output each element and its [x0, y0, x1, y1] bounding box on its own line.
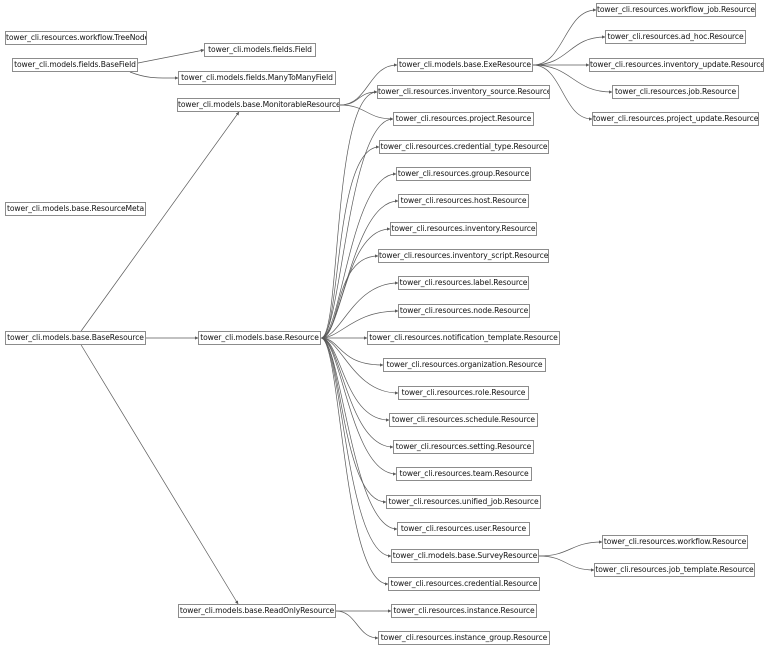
- class-node-group[interactable]: tower_cli.resources.group.Resource: [396, 167, 531, 181]
- edge-resource-to-user: [320, 337, 398, 531]
- class-node-projupdate[interactable]: tower_cli.resources.project_update.Resou…: [592, 112, 759, 126]
- class-node-unifiedjob[interactable]: tower_cli.resources.unified_job.Resource: [386, 495, 541, 509]
- edge-resource-to-org: [320, 337, 384, 367]
- class-node-resource[interactable]: tower_cli.models.base.Resource: [198, 331, 321, 345]
- edge-exe-to-job: [532, 64, 613, 94]
- edge-basefield-to-m2mfield: [129, 71, 179, 80]
- class-node-basefield[interactable]: tower_cli.models.fields.BaseField: [12, 58, 138, 72]
- class-node-role[interactable]: tower_cli.resources.role.Resource: [398, 386, 529, 400]
- class-node-resourcemeta[interactable]: tower_cli.models.base.ResourceMeta: [5, 202, 146, 216]
- edge-baseresource-to-readonly: [80, 344, 239, 605]
- class-node-treenode[interactable]: tower_cli.resources.workflow.TreeNode: [5, 31, 147, 45]
- class-node-node[interactable]: tower_cli.resources.node.Resource: [398, 304, 530, 318]
- class-node-label[interactable]: tower_cli.resources.label.Resource: [398, 276, 529, 290]
- edge-resource-to-host: [320, 199, 399, 339]
- class-node-adhoc[interactable]: tower_cli.resources.ad_hoc.Resource: [605, 30, 746, 44]
- edge-resource-to-survey: [320, 337, 392, 558]
- class-node-jobtemplate[interactable]: tower_cli.resources.job_template.Resourc…: [594, 563, 755, 577]
- class-node-instgroup[interactable]: tower_cli.resources.instance_group.Resou…: [378, 631, 550, 645]
- class-node-m2mfield[interactable]: tower_cli.models.fields.ManyToManyField: [178, 71, 336, 85]
- edge-resource-to-team: [320, 337, 397, 476]
- edge-exe-to-wfjob: [532, 8, 597, 66]
- class-node-invsource[interactable]: tower_cli.resources.inventory_source.Res…: [377, 85, 550, 99]
- edge-exe-to-projupdate: [532, 64, 593, 121]
- class-node-user[interactable]: tower_cli.resources.user.Resource: [397, 522, 530, 536]
- edge-monitorable-to-project: [339, 104, 394, 121]
- edge-survey-to-workflow: [538, 540, 603, 557]
- class-node-org[interactable]: tower_cli.resources.organization.Resourc…: [383, 358, 546, 372]
- edge-resource-to-unifiedjob: [320, 337, 387, 504]
- edge-resource-to-label: [320, 281, 399, 339]
- class-node-setting[interactable]: tower_cli.resources.setting.Resource: [393, 440, 534, 454]
- class-node-notif[interactable]: tower_cli.resources.notification_templat…: [367, 331, 560, 345]
- edge-readonly-to-instgroup: [335, 610, 379, 640]
- class-node-invscript[interactable]: tower_cli.resources.inventory_script.Res…: [378, 249, 549, 263]
- edge-resource-to-schedule: [320, 337, 390, 422]
- edge-resource-to-credential: [320, 337, 389, 586]
- edge-resource-to-invscript: [320, 254, 379, 339]
- edge-resource-to-credtype: [320, 145, 380, 339]
- edge-exe-to-adhoc: [532, 35, 606, 66]
- class-node-team[interactable]: tower_cli.resources.team.Resource: [396, 467, 532, 481]
- edge-resource-to-setting: [320, 337, 394, 449]
- class-node-host[interactable]: tower_cli.resources.host.Resource: [398, 194, 529, 208]
- class-node-exe[interactable]: tower_cli.models.base.ExeResource: [397, 58, 533, 72]
- edge-survey-to-jobtemplate: [538, 555, 595, 572]
- edge-monitorable-to-invsource: [339, 90, 378, 106]
- class-node-field[interactable]: tower_cli.models.fields.Field: [204, 43, 316, 57]
- class-node-instance[interactable]: tower_cli.resources.instance.Resource: [391, 604, 537, 618]
- class-node-schedule[interactable]: tower_cli.resources.schedule.Resource: [389, 413, 538, 427]
- class-node-credential[interactable]: tower_cli.resources.credential.Resource: [388, 577, 540, 591]
- class-node-invupdate[interactable]: tower_cli.resources.inventory_update.Res…: [589, 58, 764, 72]
- edge-resource-to-role: [320, 337, 399, 395]
- class-node-survey[interactable]: tower_cli.models.base.SurveyResource: [391, 549, 539, 563]
- edge-resource-to-inventory: [320, 227, 391, 339]
- class-node-readonly[interactable]: tower_cli.models.base.ReadOnlyResource: [178, 604, 336, 618]
- edge-baseresource-to-monitorable: [80, 111, 240, 332]
- class-node-job[interactable]: tower_cli.resources.job.Resource: [612, 85, 739, 99]
- edge-basefield-to-field: [137, 48, 205, 64]
- class-node-monitorable[interactable]: tower_cli.models.base.MonitorableResourc…: [177, 98, 340, 112]
- edge-resource-to-invsource: [320, 90, 378, 339]
- class-node-workflow[interactable]: tower_cli.resources.workflow.Resource: [602, 535, 748, 549]
- class-node-wfjob[interactable]: tower_cli.resources.workflow_job.Resourc…: [596, 3, 756, 17]
- class-node-credtype[interactable]: tower_cli.resources.credential_type.Reso…: [379, 140, 549, 154]
- class-node-project[interactable]: tower_cli.resources.project.Resource: [393, 112, 534, 126]
- edge-resource-to-node: [320, 309, 399, 339]
- edge-resource-to-group: [320, 172, 397, 339]
- class-node-baseresource[interactable]: tower_cli.models.base.BaseResource: [5, 331, 146, 345]
- class-node-inventory[interactable]: tower_cli.resources.inventory.Resource: [390, 222, 537, 236]
